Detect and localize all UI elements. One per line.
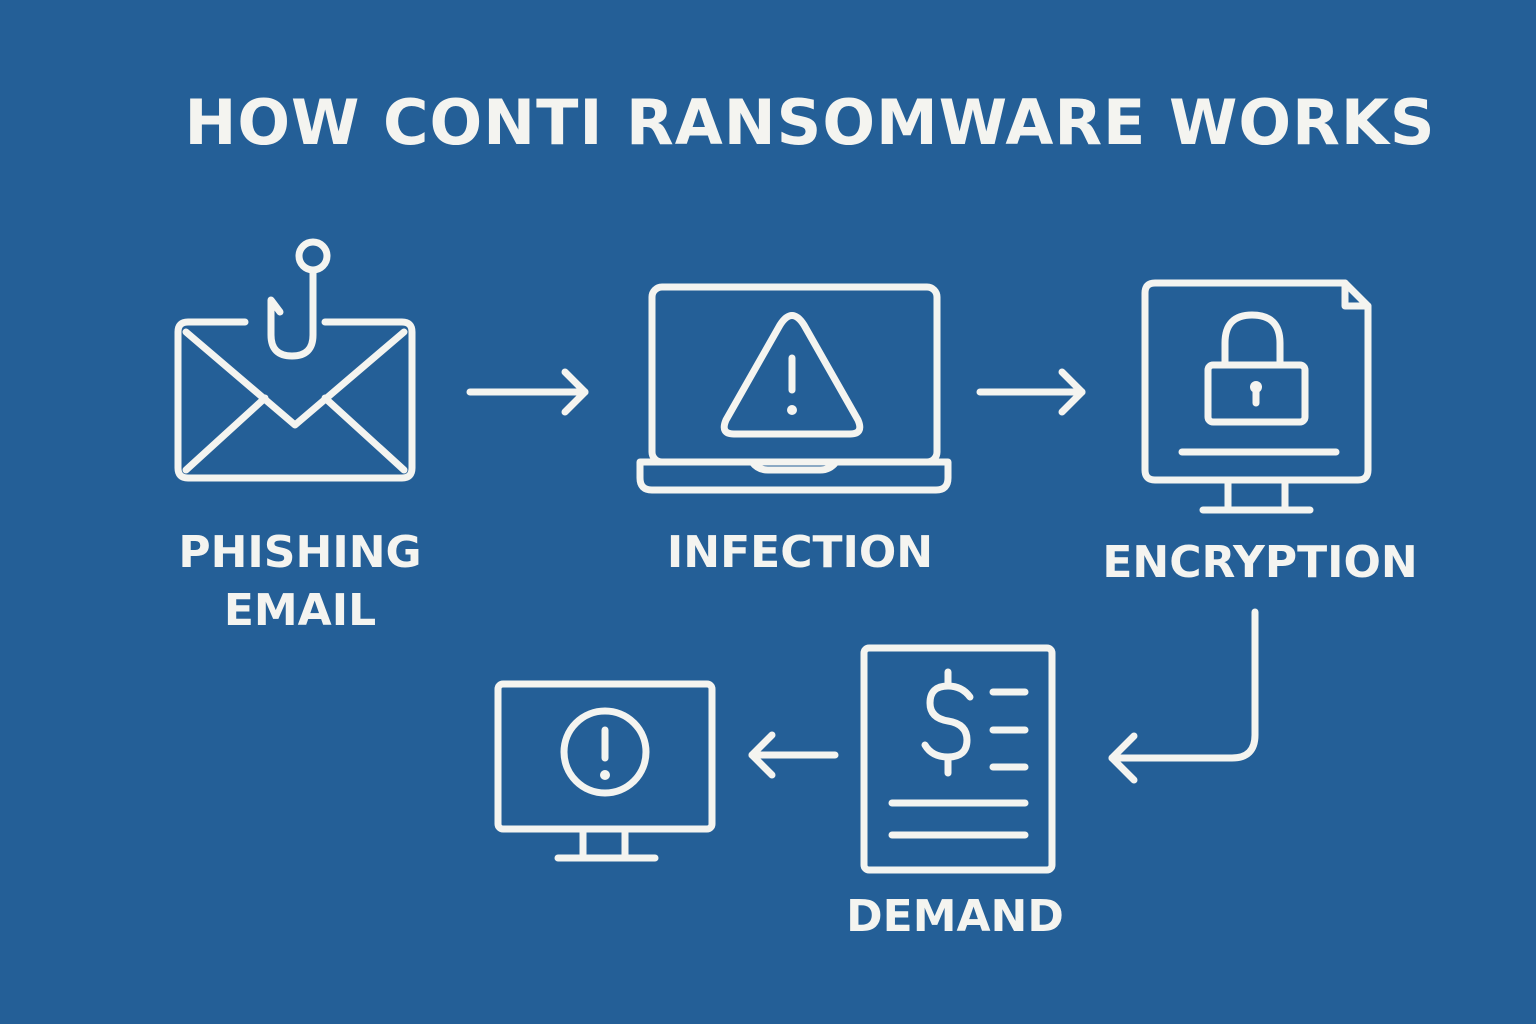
arrow-phishing-to-infection <box>466 368 589 416</box>
step-label-phishing-line2: EMAIL <box>223 585 377 636</box>
step-label-phishing-email: PHISHING EMAIL <box>170 524 430 640</box>
step-label-encryption: ENCRYPTION <box>1102 537 1418 588</box>
step-label-phishing-line1: PHISHING <box>178 527 422 578</box>
encrypted-file-monitor-icon <box>1141 279 1372 514</box>
infected-laptop-icon <box>636 283 952 494</box>
arrow-demand-to-alert <box>748 731 839 779</box>
ransom-note-icon <box>860 644 1056 874</box>
arrow-infection-to-encryption <box>976 368 1086 416</box>
phishing-email-icon <box>174 238 416 482</box>
step-label-demand: DEMAND <box>846 891 1064 942</box>
arrow-encryption-to-demand <box>1108 608 1259 784</box>
step-label-infection: INFECTION <box>666 527 934 578</box>
page-title: HOW CONTI RANSOMWARE WORKS <box>184 86 1436 159</box>
alert-monitor-icon <box>494 680 716 862</box>
